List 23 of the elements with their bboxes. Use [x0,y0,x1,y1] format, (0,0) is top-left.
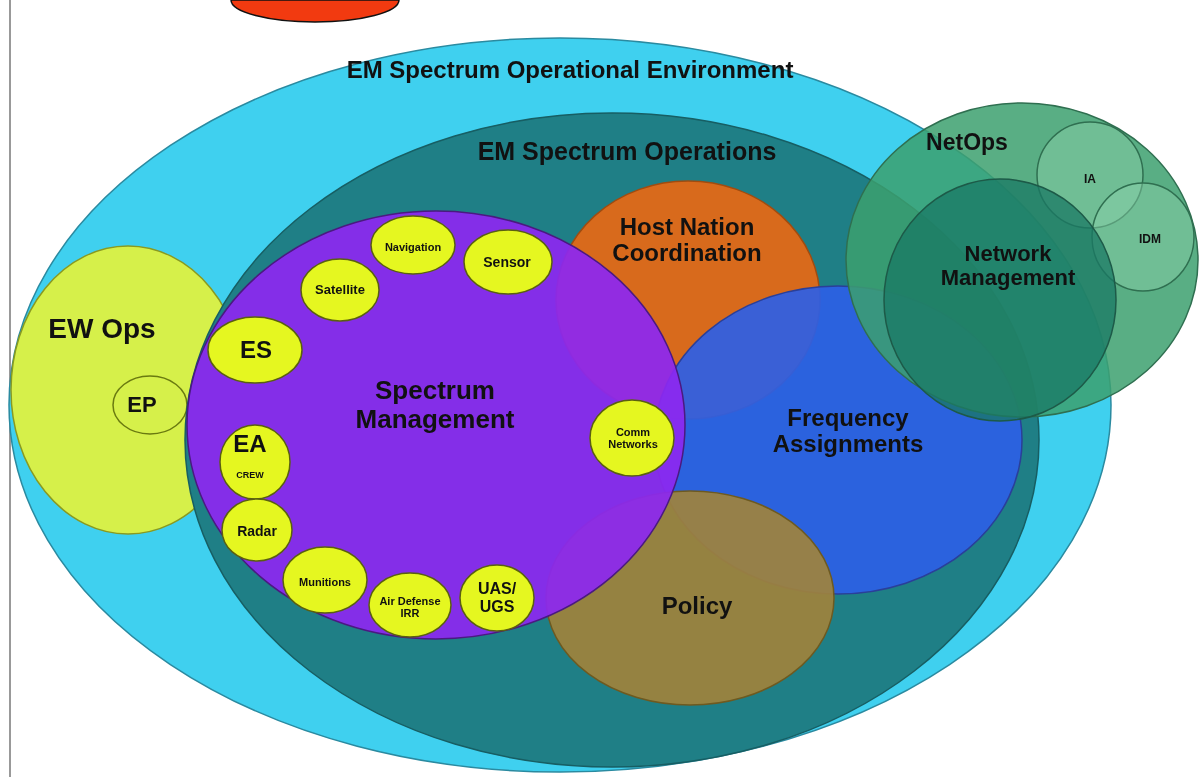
region-label: NetOps [925,130,1009,156]
region-label: Munitions [298,575,352,589]
region-label: Air Defense IRR [378,594,442,620]
region-sublabel: CREW [235,471,265,481]
region-label: Radar [236,524,278,540]
region-label: ES [239,336,273,364]
region-label: Satellite [314,282,366,298]
region-label: EP [126,392,158,418]
region-label: Policy [660,592,734,620]
region-label: Comm Networks [607,425,659,451]
region-label: Spectrum Management [354,376,516,434]
region-label: EM Spectrum Operations [476,138,778,166]
region-label: IA [1083,173,1097,187]
region-label: EW Ops [47,313,157,345]
region-label: Host Nation Coordination [611,213,763,267]
region-label: EA [232,430,268,458]
region-label: Sensor [482,255,532,271]
region-label: Network Management [939,241,1077,291]
region-label: EM Spectrum Operational Environment [345,56,795,84]
region-label: Navigation [383,240,443,254]
region-label: IDM [1138,233,1162,247]
region-label: UAS/ UGS [476,580,518,616]
region-label: Frequency Assignments [771,404,925,458]
